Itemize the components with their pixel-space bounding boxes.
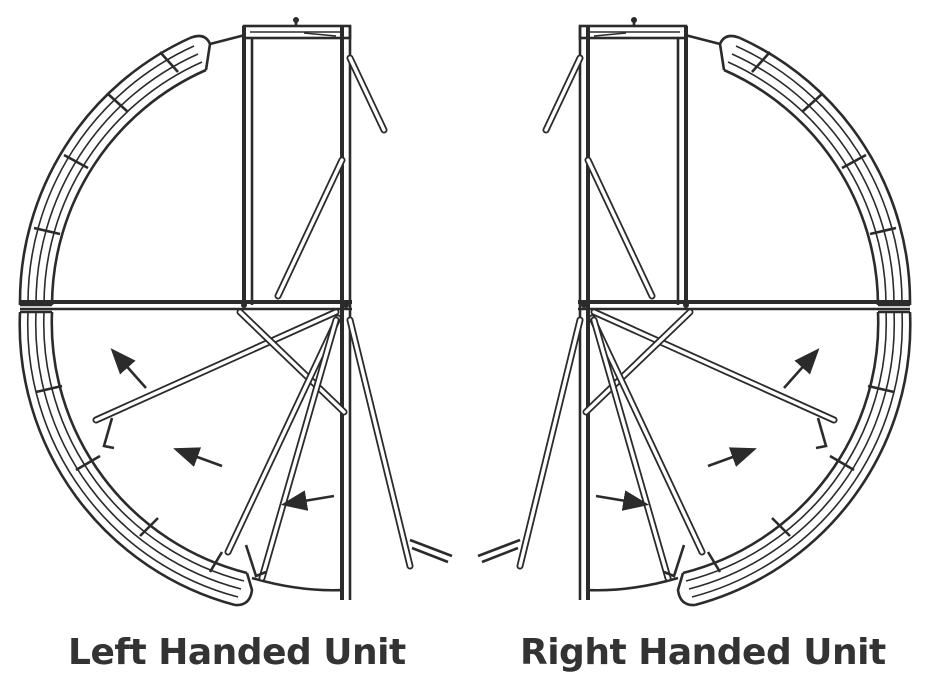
left-arrow-1 <box>110 348 147 389</box>
right-unit-caption: Right Handed Unit <box>520 632 886 673</box>
right-cross-beam <box>578 300 910 311</box>
left-direction-arrows <box>110 348 335 511</box>
left-cross-beam <box>20 300 352 311</box>
left-top-handrail <box>209 33 246 46</box>
left-handed-unit-drawing <box>18 17 453 607</box>
right-curved-rail <box>676 34 912 607</box>
right-arrow-2 <box>707 447 757 468</box>
right-arrow-3 <box>595 490 650 511</box>
diagram-figure <box>18 17 912 607</box>
left-lower-braces <box>92 308 453 582</box>
right-arrow-1 <box>783 348 820 389</box>
left-curved-rail <box>18 34 254 607</box>
right-top-platform <box>578 17 688 600</box>
right-direction-arrows <box>595 348 820 511</box>
left-top-platform <box>242 17 352 600</box>
right-lower-braces <box>477 308 838 582</box>
left-arrow-2 <box>173 447 223 468</box>
left-bottom-handrail <box>251 576 345 592</box>
left-arrow-3 <box>280 490 335 511</box>
right-handed-unit-drawing <box>477 17 912 607</box>
left-unit-caption: Left Handed Unit <box>68 632 406 673</box>
